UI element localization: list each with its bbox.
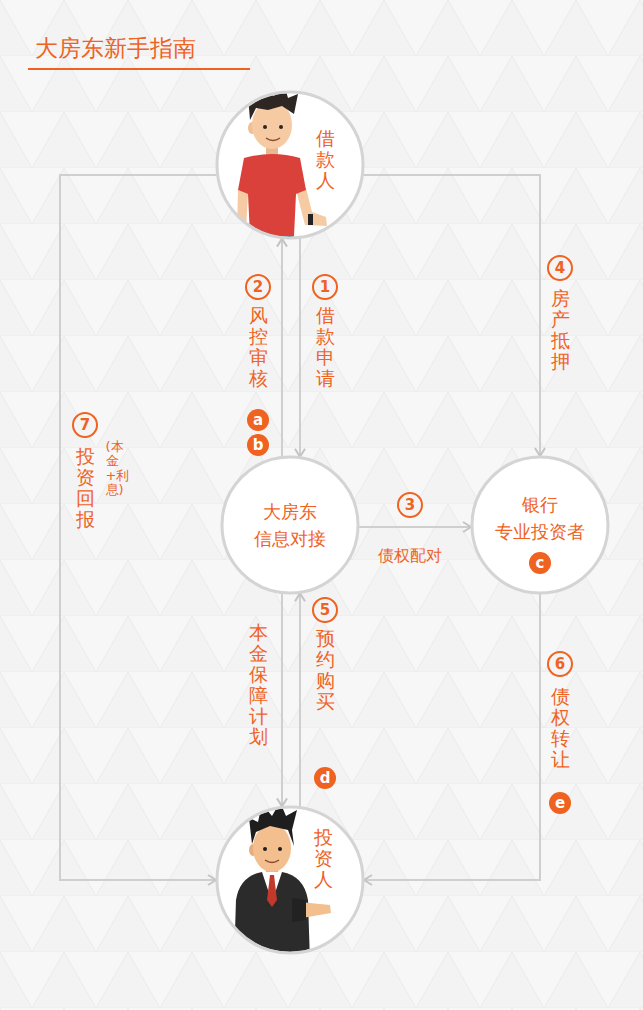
circle-node: 投资人: [215, 805, 365, 955]
connector: [299, 238, 301, 456]
edge-label: 债权配对: [378, 546, 442, 567]
connector: [281, 239, 283, 457]
right-arm: [296, 188, 327, 226]
node-text: 银行 专业投资者: [488, 491, 592, 545]
eye: [278, 847, 282, 851]
disc: [222, 457, 358, 593]
connector: [359, 526, 471, 528]
circle-border: [217, 92, 363, 238]
edge-label: 预约购买: [316, 628, 335, 712]
mouth: [266, 138, 280, 141]
mouth: [265, 860, 279, 863]
callout-number: 6: [547, 651, 573, 677]
eye: [263, 847, 267, 851]
callout-number: 4: [547, 255, 573, 281]
circle-outline: [220, 455, 360, 595]
watch: [308, 214, 313, 225]
circle-border: [217, 807, 363, 953]
circle-node: 银行 专业投资者: [470, 455, 610, 595]
disc: [472, 457, 608, 593]
note-label: (本金+利息): [106, 440, 119, 497]
edge-label: 房产抵押: [551, 288, 570, 372]
edge-label: 本金保障计划: [249, 622, 268, 747]
page-title: 大房东新手指南: [35, 33, 196, 64]
tie: [267, 875, 277, 907]
callout-letter: a: [247, 409, 269, 431]
disc: [217, 92, 363, 238]
edge-label: 借款申请: [316, 305, 335, 389]
callout-letter: e: [549, 792, 571, 814]
node-text: 投资人: [314, 827, 333, 890]
circle-outline: [215, 90, 365, 240]
callout-letter: c: [529, 552, 551, 574]
circle-border: [472, 457, 608, 593]
edge-label: 投资回报: [76, 446, 95, 530]
suit: [234, 872, 310, 962]
borrower-figure: [237, 84, 327, 246]
callout-letter: d: [314, 767, 336, 789]
callout-number: 5: [312, 597, 338, 623]
node-text: 大房东 信息对接: [242, 498, 338, 552]
circle-node: 借款人: [215, 90, 365, 240]
circle-outline: [215, 805, 365, 955]
connector: [364, 594, 540, 880]
callout-number: 1: [312, 274, 338, 300]
connector: [281, 594, 283, 807]
callout-number: 3: [397, 492, 423, 518]
edge-label: 债权转让: [551, 686, 570, 770]
callout-letter: b: [247, 434, 269, 456]
callout-number: 2: [245, 274, 271, 300]
node-text: 借款人: [316, 128, 335, 191]
sleeve: [292, 898, 306, 922]
circle-border: [222, 457, 358, 593]
connector: [299, 593, 301, 806]
edge-label: 风控审核: [249, 305, 268, 389]
eye: [279, 125, 283, 129]
eye: [263, 125, 267, 129]
connector: [363, 175, 540, 456]
face: [253, 824, 291, 872]
callout-number: 7: [72, 412, 98, 438]
circle-node: 大房东 信息对接: [220, 455, 360, 595]
title-underline: [28, 68, 250, 70]
connector: [60, 175, 217, 880]
